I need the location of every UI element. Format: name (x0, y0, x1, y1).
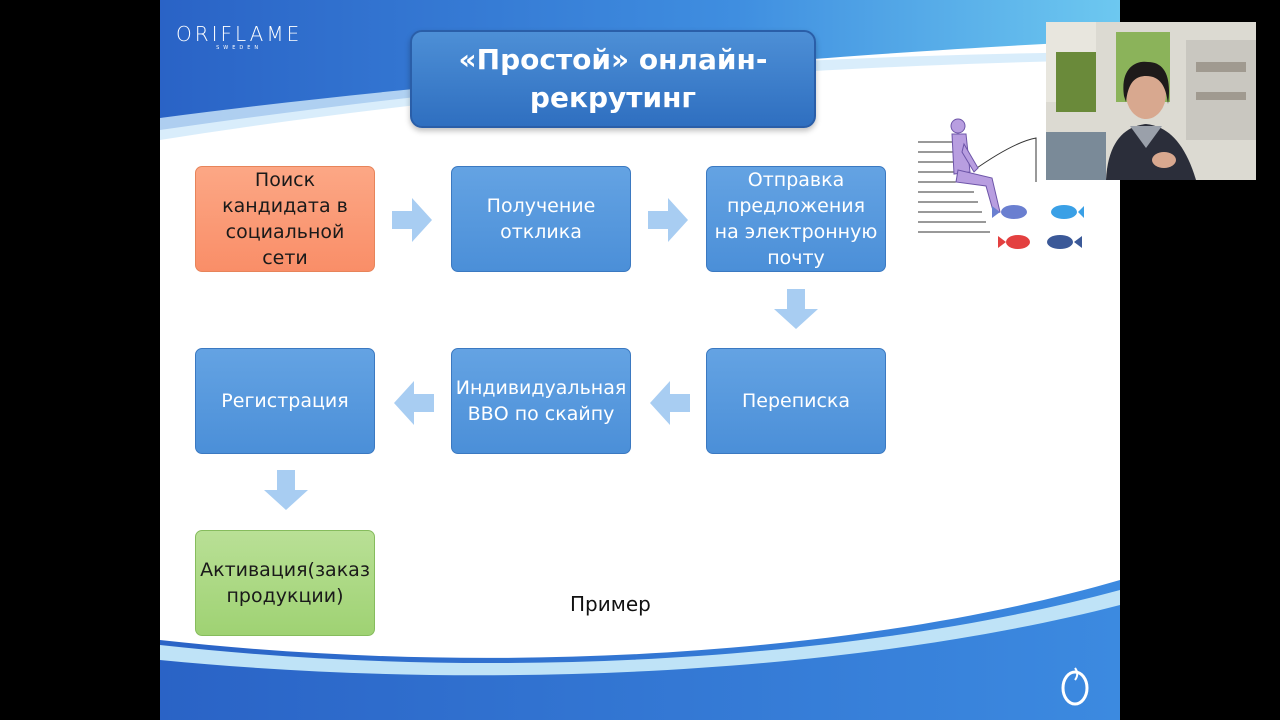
step-get-response: Получение отклика (451, 166, 631, 272)
step-search-candidate: Поиск кандидата в социальной сети (195, 166, 375, 272)
webcam-video-overlay (1046, 22, 1256, 180)
arrow-left-icon (650, 381, 690, 425)
step-correspondence-label: Переписка (741, 390, 851, 412)
social-fish (992, 205, 1084, 249)
presenter-video (1046, 22, 1256, 180)
arrow-down-icon (264, 470, 308, 510)
title-line-1: «Простой» онлайн- (458, 43, 768, 76)
step-send-offer: Отправка предложения на электронную почт… (706, 166, 886, 272)
arrow-down-icon (774, 289, 818, 329)
step-skype-meeting: Индивидуальная ВВО по скайпу (451, 348, 631, 454)
arrow-right-icon (392, 198, 432, 242)
step-activation: Активация(заказ продукции) (195, 530, 375, 636)
logo-brand: ORIFLAME (176, 22, 303, 46)
arrow-right-icon (648, 198, 688, 242)
step-response-label: Получение отклика (486, 195, 596, 243)
step-registration: Регистрация (195, 348, 375, 454)
step-search-label: Поиск кандидата в социальной сети (222, 169, 348, 269)
arrow-left-icon (394, 381, 434, 425)
presentation-slide: ORIFLAME SWEDEN «Простой» онлайн- рекрут… (160, 0, 1120, 720)
step-send-offer-label: Отправка предложения на электронную почт… (714, 169, 878, 269)
fishing-illustration (918, 118, 1084, 249)
slide-title: «Простой» онлайн- рекрутинг (410, 30, 816, 128)
oriflame-logo: ORIFLAME SWEDEN (176, 22, 302, 51)
oriflame-symbol-icon (1061, 667, 1089, 706)
step-registration-label: Регистрация (221, 390, 349, 412)
logo-sub: SWEDEN (216, 45, 263, 51)
title-line-2: рекрутинг (529, 81, 697, 114)
step-activation-label: Активация(заказ продукции) (200, 559, 370, 607)
step-skype-label: Индивидуальная ВВО по скайпу (455, 377, 627, 425)
step-correspondence: Переписка (706, 348, 886, 454)
example-label: Пример (570, 592, 651, 616)
